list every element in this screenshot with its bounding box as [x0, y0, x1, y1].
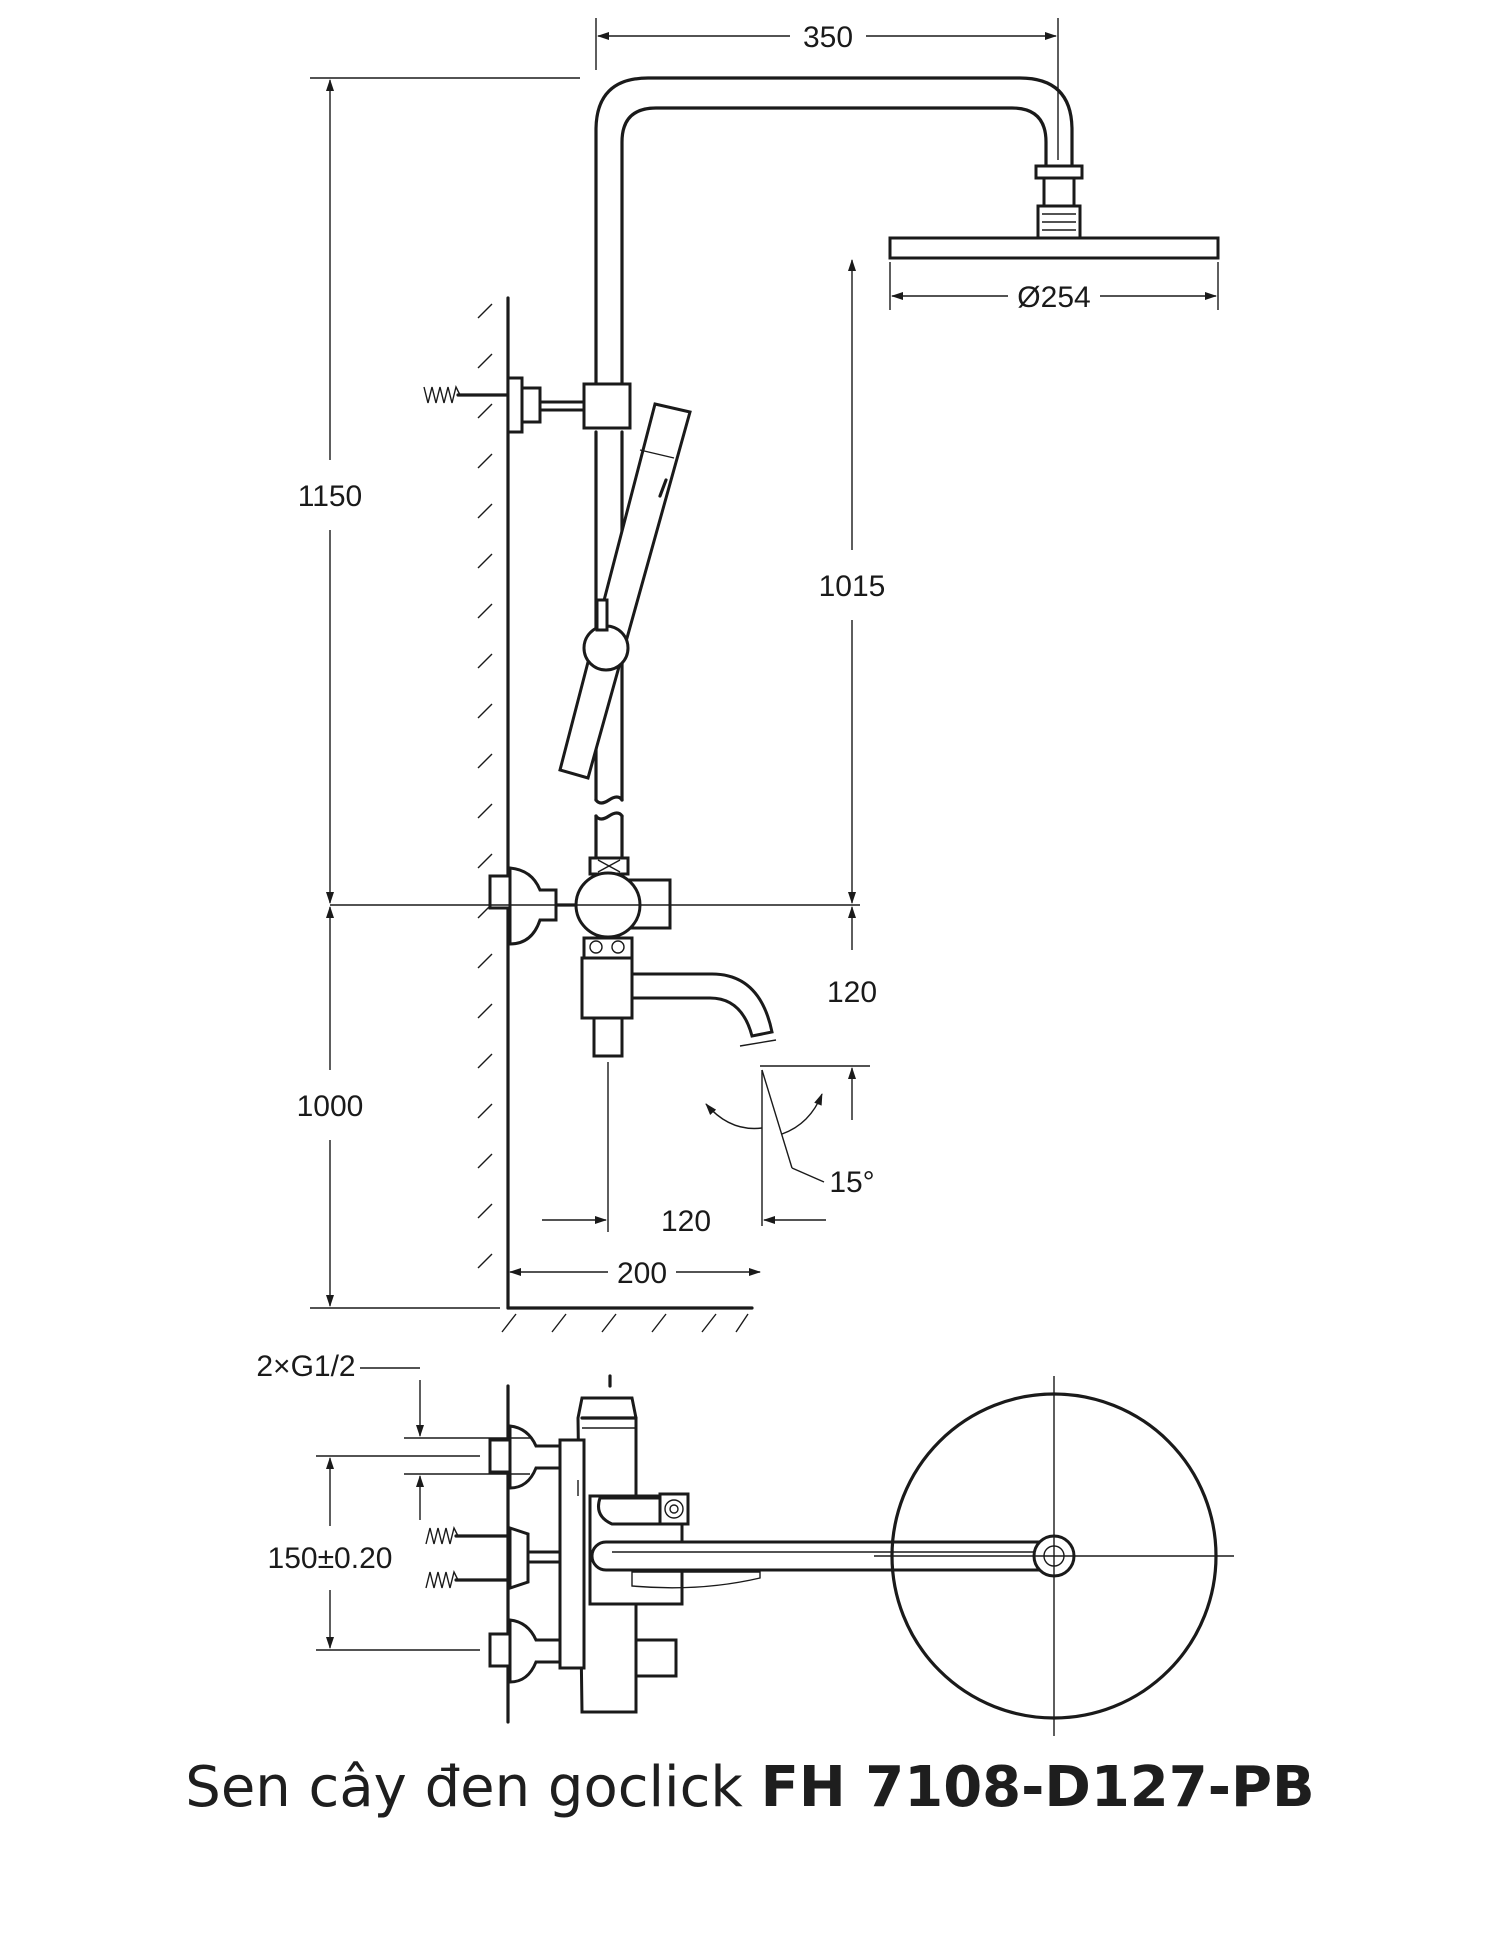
dimension-total-height: 1150 [298, 77, 580, 904]
product-caption: Sen cây đen goclick FH 7108-D127-PB [0, 1755, 1500, 1820]
dimension-wall-offset: 200 [509, 1257, 761, 1290]
dim-angle-label: 15° [829, 1166, 874, 1199]
dimension-inlet-spacing: 150±0.20 [268, 1455, 480, 1651]
dimension-mount-height: 1000 [297, 906, 500, 1309]
dim-200-label: 200 [617, 1257, 667, 1290]
dim-inlet-spacing-label: 150±0.20 [268, 1542, 393, 1575]
dim-350-label: 350 [803, 21, 853, 54]
rain-shower-head-top [874, 1376, 1234, 1736]
wall-bracket [423, 376, 632, 434]
top-view: 2×G1/2 150±0.20 [256, 1350, 1234, 1736]
dim-1150-label: 1150 [298, 480, 363, 513]
dimension-rail-height: 1015 [819, 259, 886, 904]
caption-model-code: FH 7108-D127-PB [760, 1755, 1315, 1820]
dim-1000-label: 1000 [297, 1090, 364, 1123]
side-view: 350 Ø254 1150 1000 1015 [297, 18, 1220, 1333]
riser-pipe [594, 76, 1074, 394]
hand-shower [558, 402, 692, 780]
technical-drawing: 350 Ø254 1150 1000 1015 [256, 18, 1234, 1736]
dim-254-label: Ø254 [1017, 281, 1090, 314]
dimension-inlet-thread: 2×G1/2 [256, 1350, 530, 1520]
dim-inlet-thread-label: 2×G1/2 [256, 1350, 355, 1383]
dimension-head-diameter: Ø254 [889, 262, 1219, 314]
dim-120-vertical-label: 120 [827, 976, 877, 1009]
dim-120-horizontal-label: 120 [661, 1205, 711, 1238]
dimension-spout-drop: 120 [760, 906, 877, 1120]
caption-prefix: Sen cây đen goclick [185, 1755, 761, 1820]
dimension-arm-length: 350 [595, 18, 1059, 160]
rain-shower-head [888, 164, 1220, 260]
dim-1015-label: 1015 [819, 570, 886, 603]
dimension-angle: 15° [705, 1069, 875, 1226]
wall [477, 296, 510, 1310]
floor [501, 1306, 754, 1333]
mixer-valve [488, 856, 777, 1058]
dimension-spout-reach: 120 [542, 1205, 826, 1238]
